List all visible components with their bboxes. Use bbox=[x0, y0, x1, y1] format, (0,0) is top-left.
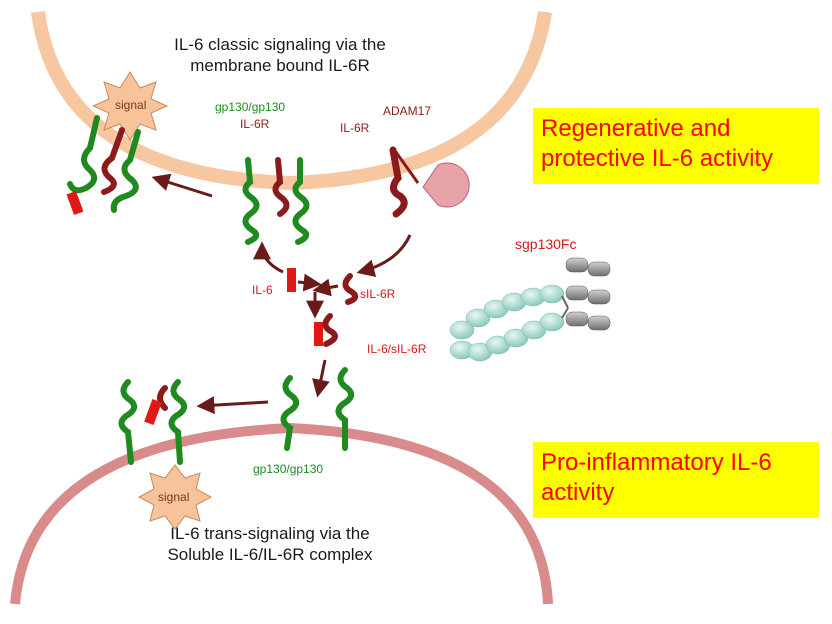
top-receptor-complex bbox=[242, 157, 310, 245]
bottom-left-signaling-complex bbox=[118, 379, 188, 465]
label-signal-top: signal bbox=[115, 98, 147, 112]
bottom-cell-membrane bbox=[10, 422, 553, 605]
top-cell-membrane bbox=[31, 10, 552, 191]
bottom-title: IL-6 trans-signaling via the Soluble IL-… bbox=[167, 524, 373, 564]
label-gp130-top: gp130/gp130 bbox=[215, 100, 286, 114]
label-adam17: ADAM17 bbox=[383, 104, 432, 118]
top-left-signaling-complex bbox=[67, 115, 141, 213]
label-il6r-top: IL-6R bbox=[240, 117, 270, 131]
label-il6-sil6r-complex: IL-6/sIL-6R bbox=[367, 342, 427, 356]
il6-molecule bbox=[287, 268, 296, 292]
label-signal-bottom: signal bbox=[158, 490, 190, 504]
sgp130fc-molecule bbox=[449, 257, 611, 362]
il6-sil6r-complex bbox=[314, 313, 338, 347]
bottom-receptor-pair bbox=[280, 367, 355, 451]
signal-star-bottom bbox=[137, 464, 213, 530]
label-il6: IL-6 bbox=[252, 283, 273, 297]
label-il6r-adam: IL-6R bbox=[340, 121, 370, 135]
label-sgp130fc: sgp130Fc bbox=[515, 236, 577, 252]
adam17-enzyme bbox=[422, 162, 470, 208]
label-sil6r: sIL-6R bbox=[360, 287, 396, 301]
pathway-arrows bbox=[151, 173, 412, 415]
proinflammatory-box: Pro-inflammatory IL-6 activity bbox=[533, 442, 819, 518]
regenerative-box: Regenerative and protective IL-6 activit… bbox=[533, 108, 819, 184]
signal-star-top bbox=[91, 71, 169, 141]
top-title: IL-6 classic signaling via the membrane … bbox=[174, 35, 386, 75]
sil6r-molecule bbox=[342, 273, 359, 305]
label-gp130-bottom: gp130/gp130 bbox=[253, 462, 324, 476]
